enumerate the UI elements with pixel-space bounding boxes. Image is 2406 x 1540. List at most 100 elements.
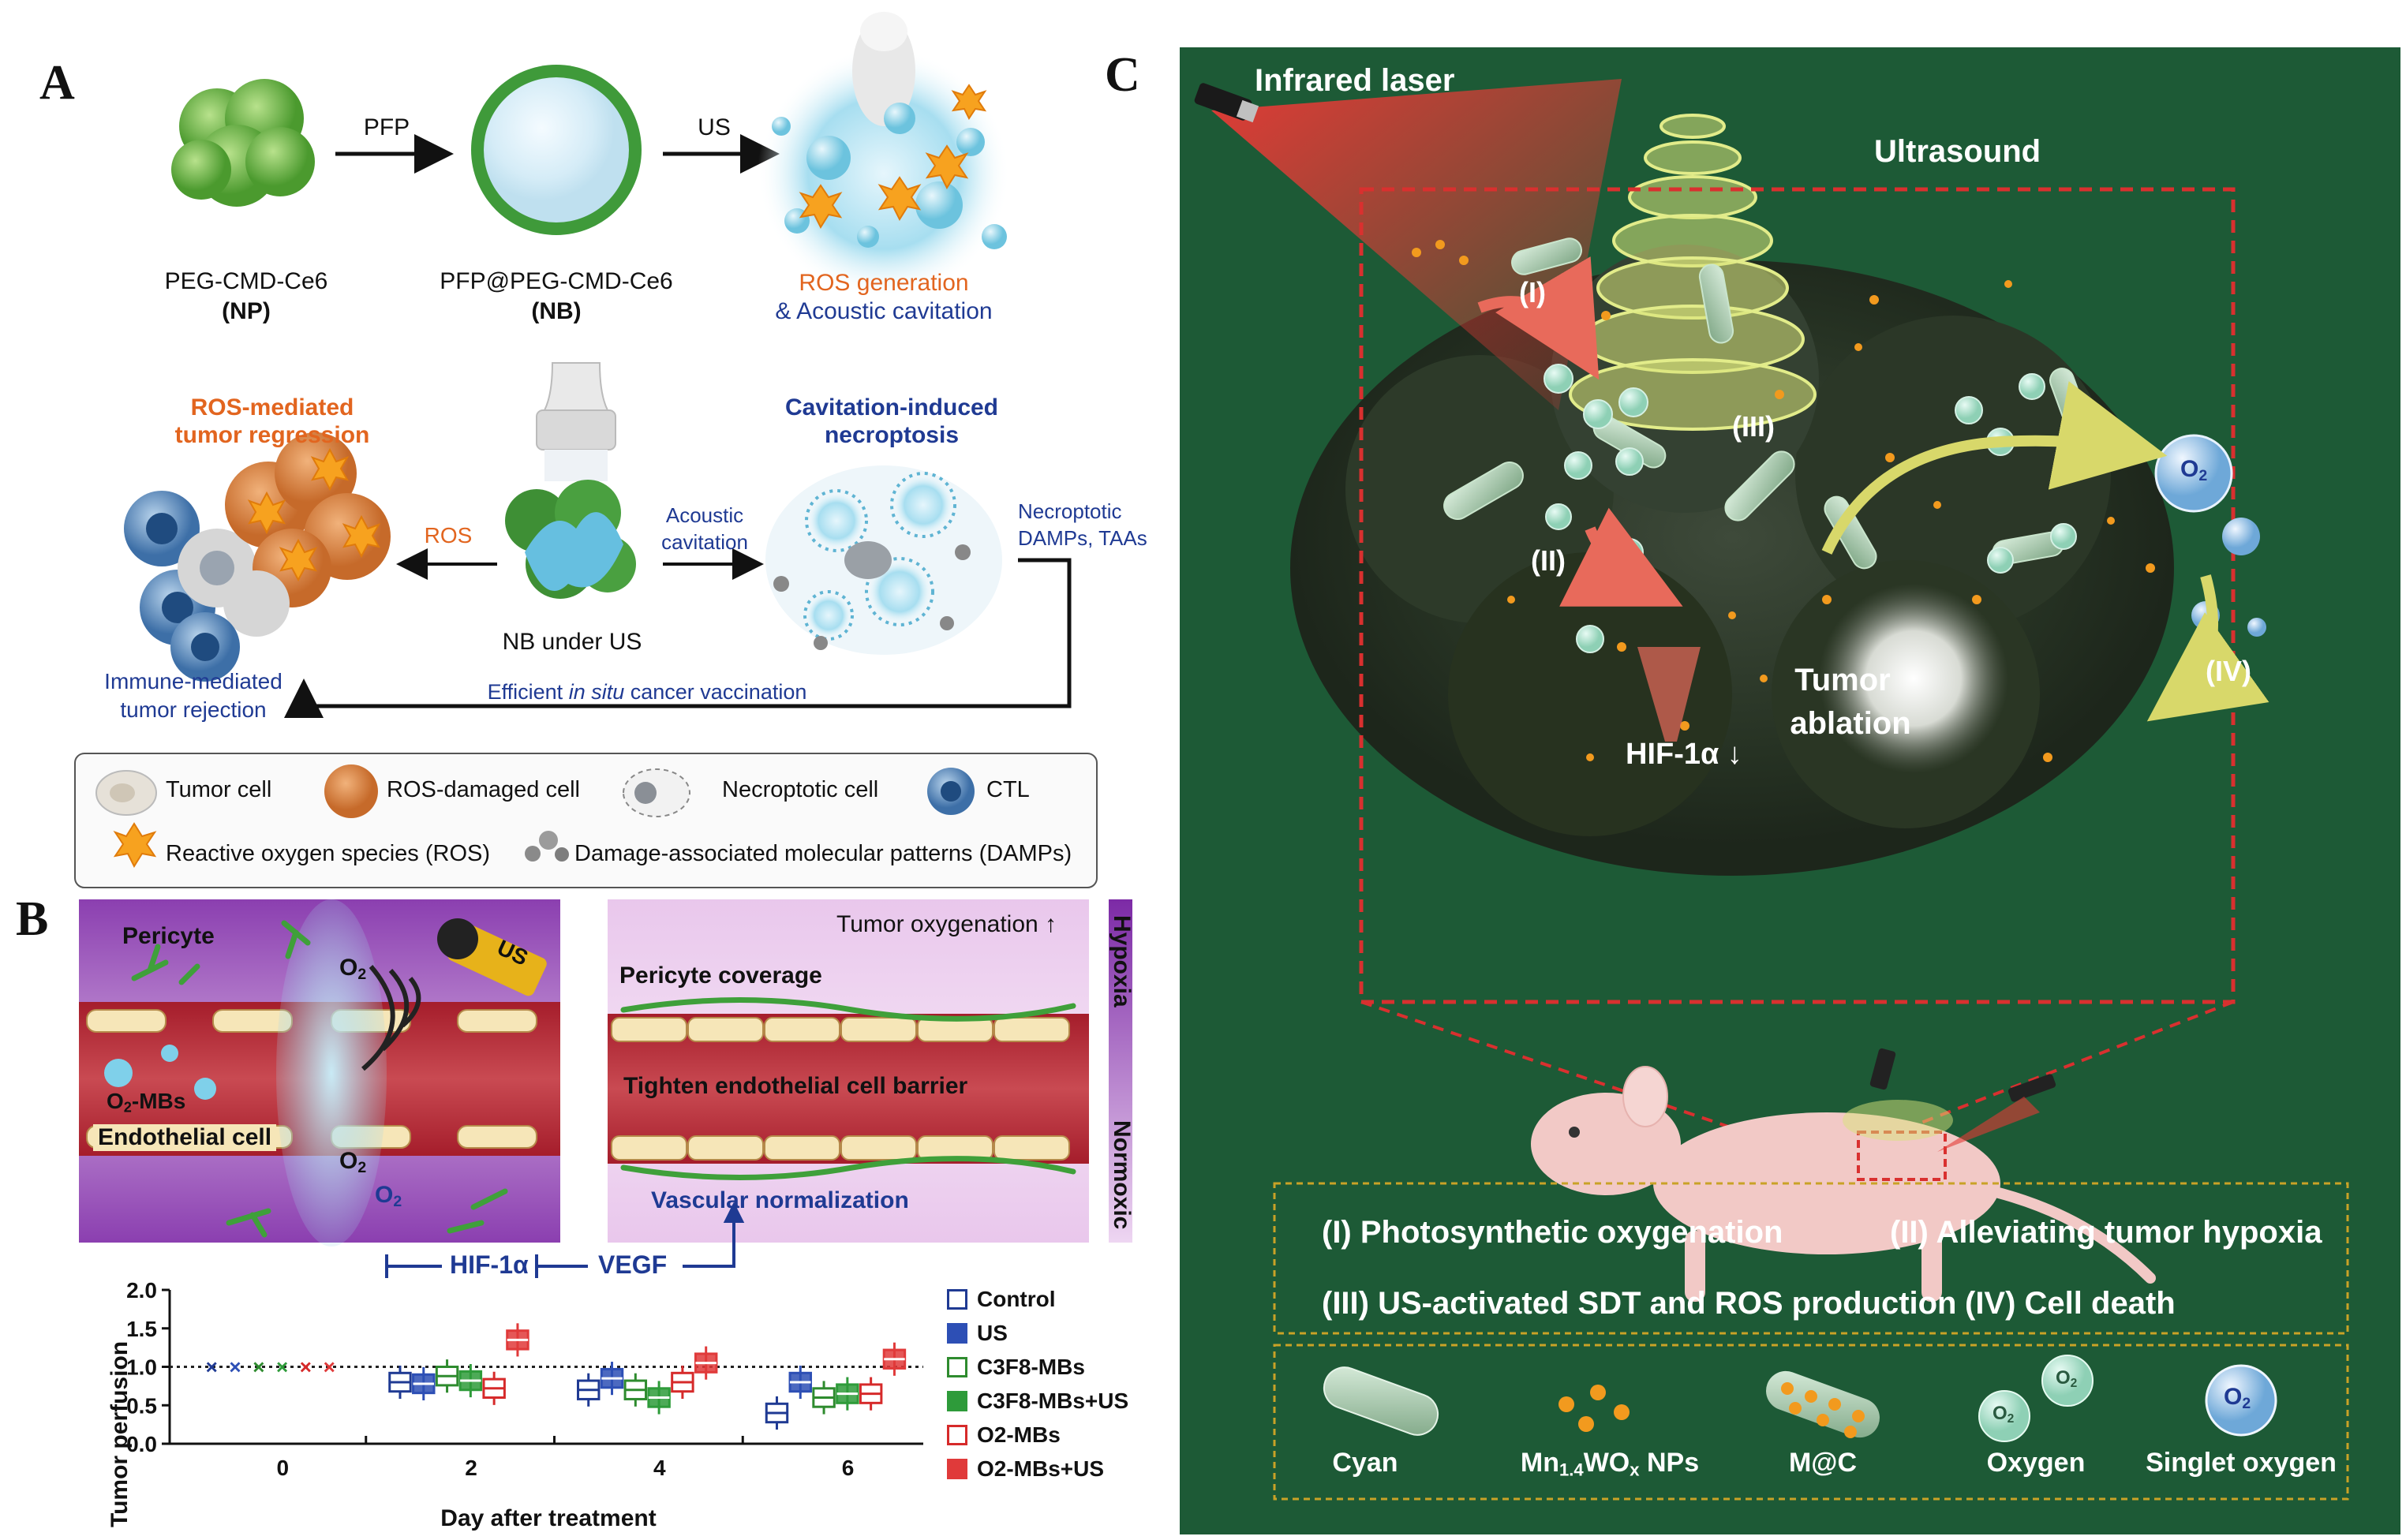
legend-oxygen-o2-2: O2: [2056, 1367, 2078, 1390]
mouse-icon: [1531, 1048, 2156, 1302]
arrow-step-1: [1477, 256, 1600, 380]
arrow-pfp-label: PFP: [363, 114, 410, 140]
zoom-box: [1359, 187, 2236, 1004]
chart-legend-item: O2-MBs+US: [947, 1452, 1136, 1486]
legend-oxygen-icon-2: [2041, 1355, 2094, 1407]
chart-marker: ×: [276, 1355, 288, 1379]
acoustic-cavitation-label: & Acoustic cavitation: [775, 298, 993, 324]
panel-b: Pericyte O2 US O2-MBs Endothelial cell O…: [0, 891, 1136, 1540]
step-1-label: (I): [1519, 276, 1546, 308]
legend-mc-icon: [1766, 1370, 1880, 1438]
chart-marker: ×: [253, 1355, 264, 1379]
legend-singlet-label: Singlet oxygen: [2146, 1448, 2337, 1478]
step-description-3: (III) US-activated SDT and ROS productio…: [1322, 1286, 1957, 1321]
chart-legend-swatch: [947, 1390, 967, 1411]
panel-label-b: B: [16, 892, 49, 946]
chart-legend-label: C3F8-MBs+US: [977, 1388, 1129, 1413]
chart-y-tick-label: 0.0: [126, 1432, 157, 1456]
np-name: PEG-CMD-Ce6: [164, 268, 328, 294]
legend-ros-damaged-icon: [324, 764, 378, 818]
chart-legend-label: O2-MBs+US: [977, 1456, 1105, 1481]
ros-regression-title-2: tumor regression: [174, 422, 370, 448]
legend-oxygen-icon-1: [1978, 1390, 2030, 1442]
legend-ctl-label: CTL: [986, 777, 1030, 802]
legend-oxygen-o2-1: O2: [1993, 1403, 2015, 1426]
tumor-ablation-glow: [1819, 584, 2008, 773]
np-abbr: (NP): [222, 298, 271, 324]
chart-legend-label: O2-MBs: [977, 1422, 1061, 1447]
legend-damps-icon: [525, 831, 569, 862]
step-description-box: [1273, 1182, 2349, 1335]
legend-mc-label: M@C: [1788, 1448, 1858, 1478]
chart-marker: ×: [300, 1355, 312, 1379]
step-2-label: (II): [1531, 544, 1566, 577]
singlet-oxygen-small-icon: [2222, 518, 2260, 555]
chart-legend-label: C3F8-MBs: [977, 1354, 1085, 1379]
arrow-step-4: [2146, 574, 2269, 722]
chart-y-tick-label: 0.5: [126, 1393, 157, 1418]
zoom-line-left: [1360, 1000, 1780, 1146]
acoustic-arrow-label-2: cavitation: [661, 530, 748, 554]
legend-necroptotic-icon: [623, 768, 691, 817]
chart-marker: ×: [229, 1355, 241, 1379]
legend-cyan-label: Cyan: [1332, 1448, 1398, 1478]
ros-generation-label: ROS generation: [799, 270, 969, 296]
legend-ros-label: Reactive oxygen species (ROS): [166, 841, 490, 866]
necroptosis-title-1: Cavitation-induced: [784, 394, 999, 421]
acoustic-arrow-label-1: Acoustic: [665, 503, 744, 527]
hypoxia-label: Hypoxia: [1109, 915, 1135, 1007]
chart-legend-swatch: [947, 1322, 967, 1344]
hif-down-label: HIF-1α ↓: [1626, 738, 1742, 771]
panel-c-legend-box: [1273, 1344, 2349, 1501]
singlet-o2-large-label: O2: [2180, 456, 2208, 484]
o2-label-top: O2: [339, 955, 367, 983]
necroptotic-damps-label-2: DAMPs, TAAs: [1018, 526, 1147, 550]
legend-singlet-o2: O2: [2224, 1384, 2251, 1412]
step-description-2: (II) Alleviating tumor hypoxia: [1890, 1215, 2322, 1250]
chart-legend-item: Control: [947, 1282, 1136, 1316]
necroptotic-damps-label-1: Necroptotic: [1018, 499, 1122, 523]
tumor-ablation-label-2: ablation: [1790, 706, 1911, 741]
chart-y-tick-label: 2.0: [126, 1278, 157, 1303]
nb-abbr: (NB): [531, 298, 582, 324]
nb-under-us-icon: [505, 480, 636, 599]
legend-mnwo-label: Mn1.4WOx NPs: [1520, 1448, 1700, 1480]
o2-microbubbles-icon: [104, 1045, 216, 1100]
panel-b-graphics: [79, 899, 1132, 1278]
arrow-step-3: [1821, 381, 2168, 555]
pericyte-icons-right: [620, 997, 1076, 1180]
ros-arrow-label: ROS: [424, 523, 473, 548]
arrow-step-2: [1559, 507, 1683, 607]
o2-label-mid: O2: [339, 1148, 367, 1176]
hypoxia-gradient-bar: [1109, 899, 1132, 1243]
chart-legend-item: C3F8-MBs+US: [947, 1384, 1136, 1418]
panel-c: Infrared laser Ultrasound (I) (II) (III)…: [1180, 47, 2400, 1534]
ros-regression-title-1: ROS-mediated: [190, 394, 354, 421]
arrow-vaccination-loop: [284, 558, 1072, 718]
chart-legend-swatch: [947, 1458, 967, 1479]
legend-ros-icon: [113, 822, 157, 869]
legend-oxygen-label: Oxygen: [1986, 1448, 2086, 1478]
chart-legend-label: Control: [977, 1286, 1056, 1311]
nb-under-us-label: NB under US: [502, 629, 642, 655]
legend-singlet-icon: [2205, 1364, 2277, 1437]
necroptosis-title-2: necroptosis: [824, 422, 960, 448]
o2-label-bottom: O2: [375, 1182, 402, 1210]
tight-endothelial-bottom: [611, 1135, 1070, 1161]
arrow-us-label: US: [698, 114, 731, 140]
pericyte-coverage-label: Pericyte coverage: [619, 962, 822, 989]
panel-c-graphics: [1194, 79, 2349, 1501]
legend-necroptotic-label: Necroptotic cell: [722, 777, 879, 802]
ultrasound-waves-icon: [1569, 114, 1817, 431]
tight-endothelial-top: [611, 1017, 1070, 1042]
chart-legend-item: O2-MBs: [947, 1418, 1136, 1452]
legend-cyan-icon: [1323, 1366, 1439, 1436]
ultrasound-label: Ultrasound: [1874, 134, 2041, 169]
endothelial-cell-label: Endothelial cell: [93, 1124, 277, 1151]
nb-name: PFP@PEG-CMD-Ce6: [440, 268, 673, 294]
infrared-laser-icon: [1194, 83, 1259, 123]
step-description-4: (IV) Cell death: [1965, 1286, 2176, 1321]
hif-vegf-arrows: [385, 1202, 745, 1278]
